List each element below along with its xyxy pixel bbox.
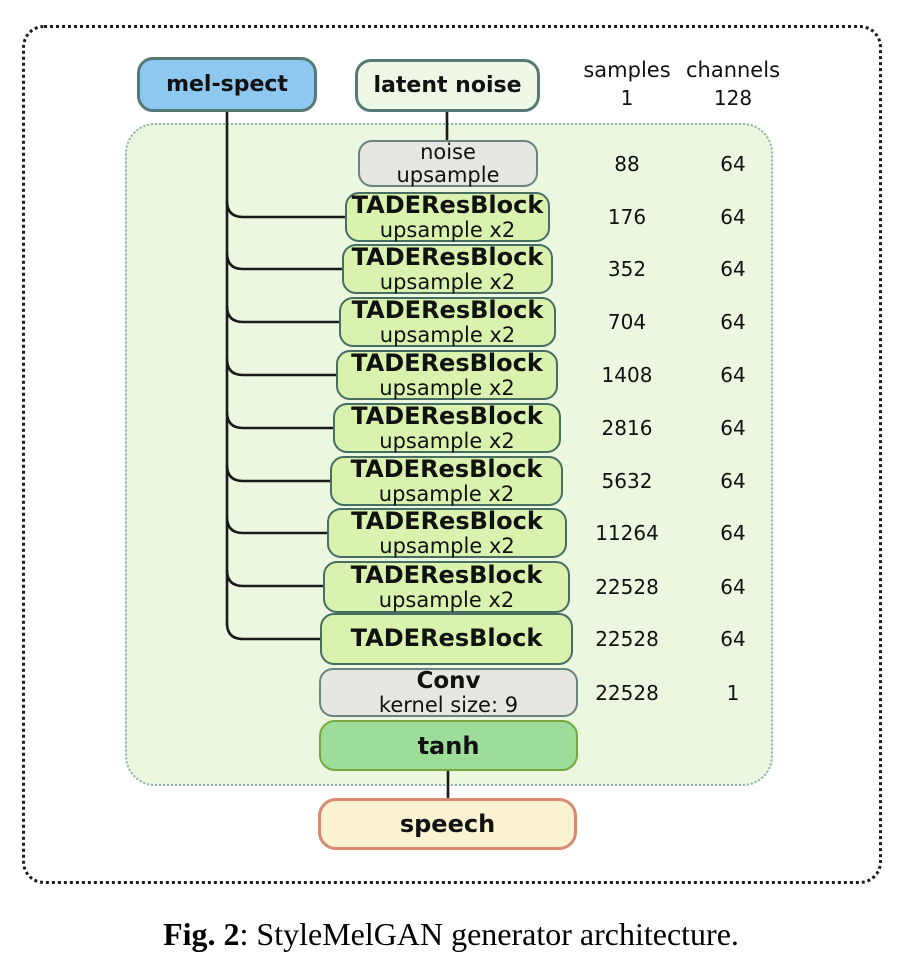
samples-value: 1 — [620, 86, 634, 110]
samples-value: 5632 — [601, 469, 653, 493]
block-title: TADEResBlock — [350, 624, 543, 653]
samples-value: 22528 — [595, 681, 659, 705]
channels-value: 1 — [726, 681, 740, 705]
latent-noise-label: latent noise — [373, 73, 522, 98]
channels-value: 64 — [720, 363, 746, 387]
block-title: TADEResBlock — [350, 560, 543, 589]
samples-value: 22528 — [595, 575, 659, 599]
channels-value: 64 — [720, 627, 746, 651]
channels-value: 64 — [720, 257, 746, 281]
channels-value: 64 — [720, 416, 746, 440]
block-subtitle: upsample x2 — [379, 533, 515, 558]
samples-value: 11264 — [595, 521, 659, 545]
speech-box: speech — [318, 798, 577, 850]
channels-value: 64 — [720, 575, 746, 599]
channels-column-header: channels — [685, 58, 781, 82]
block-subtitle: upsample x2 — [378, 587, 515, 612]
mel-spect-label: mel-spect — [166, 72, 288, 97]
channels-value: 64 — [720, 521, 746, 545]
block-title: noise — [420, 139, 476, 164]
block-taderesblock-3: TADEResBlock upsample x2 — [339, 297, 556, 347]
block-title: TADEResBlock — [351, 295, 544, 324]
block-title: TADEResBlock — [351, 348, 543, 377]
block-subtitle: upsample x2 — [379, 322, 516, 347]
block-noise-upsample: noise upsample — [358, 140, 538, 187]
block-taderesblock-1: TADEResBlock upsample x2 — [345, 192, 550, 242]
block-taderesblock-4: TADEResBlock upsample x2 — [336, 350, 558, 400]
block-subtitle: upsample x2 — [379, 217, 516, 242]
block-subtitle: upsample x2 — [379, 428, 515, 453]
channels-value: 64 — [720, 152, 746, 176]
samples-value: 704 — [607, 310, 647, 334]
block-title: Conv — [416, 667, 481, 694]
latent-noise-box: latent noise — [355, 59, 540, 112]
samples-value: 2816 — [601, 416, 653, 440]
block-title: TADEResBlock — [350, 454, 543, 483]
block-title: TADEResBlock — [351, 190, 544, 219]
channels-value: 64 — [720, 310, 746, 334]
block-subtitle: upsample — [396, 162, 500, 187]
speech-label: speech — [399, 810, 496, 838]
caption-figure-number: Fig. 2 — [163, 916, 240, 952]
block-title: TADEResBlock — [351, 242, 544, 271]
block-subtitle: upsample x2 — [378, 481, 515, 506]
block-taderesblock-8: TADEResBlock upsample x2 — [323, 561, 570, 613]
samples-value: 1408 — [601, 363, 653, 387]
tanh-box: tanh — [319, 720, 578, 771]
channels-value: 64 — [720, 205, 746, 229]
block-subtitle: upsample x2 — [379, 269, 516, 294]
block-taderesblock-2: TADEResBlock upsample x2 — [342, 244, 553, 294]
figure-caption: Fig. 2: StyleMelGAN generator architectu… — [0, 916, 902, 953]
block-title: TADEResBlock — [351, 401, 543, 430]
block-taderesblock-5: TADEResBlock upsample x2 — [333, 403, 561, 453]
caption-text: : StyleMelGAN generator architecture. — [239, 916, 739, 952]
block-title: TADEResBlock — [351, 506, 543, 535]
block-taderesblock-6: TADEResBlock upsample x2 — [330, 456, 563, 506]
block-taderesblock-7: TADEResBlock upsample x2 — [327, 508, 567, 558]
channels-value: 64 — [720, 469, 746, 493]
block-subtitle: kernel size: 9 — [378, 692, 519, 717]
samples-value: 352 — [607, 257, 647, 281]
block-taderesblock-9: TADEResBlock — [320, 613, 573, 665]
samples-value: 88 — [614, 152, 640, 176]
samples-value: 22528 — [595, 627, 659, 651]
samples-value: 176 — [607, 205, 647, 229]
block-conv: Conv kernel size: 9 — [319, 668, 578, 717]
channels-value: 128 — [713, 86, 753, 110]
samples-column-header: samples — [583, 58, 671, 82]
mel-spect-box: mel-spect — [137, 57, 317, 112]
block-subtitle: upsample x2 — [379, 375, 515, 400]
tanh-label: tanh — [417, 731, 480, 760]
